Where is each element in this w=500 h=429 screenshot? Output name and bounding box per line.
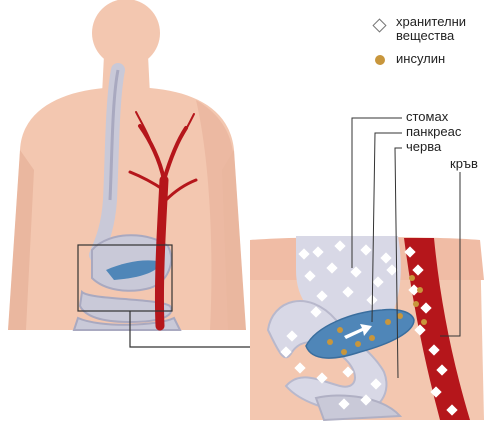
zoom-blood-vessel xyxy=(404,238,470,420)
nutrient-particle xyxy=(360,394,372,406)
blood-vessel xyxy=(128,111,198,331)
label-intestines: черва xyxy=(406,139,442,154)
insulin-particle xyxy=(341,349,347,355)
insulin-particle xyxy=(417,287,423,293)
insulin-particles xyxy=(327,275,427,355)
nutrient-particle xyxy=(312,246,324,258)
nutrient-particle xyxy=(294,362,306,374)
nutrient-particle xyxy=(350,266,362,278)
insulin-particle xyxy=(409,275,415,281)
insulin-particle xyxy=(413,301,419,307)
callout-lines xyxy=(351,117,461,379)
nutrient-particle xyxy=(286,330,298,342)
label-blood: кръв xyxy=(450,156,478,171)
nutrient-particle xyxy=(372,276,384,288)
nutrient-particle xyxy=(404,246,416,258)
nutrient-particle xyxy=(316,290,328,302)
blood-leader-line xyxy=(440,172,461,337)
zoom-panel xyxy=(250,236,484,422)
insulin-particle xyxy=(337,327,343,333)
secretion-arrow xyxy=(344,324,372,339)
insulin-legend-icon xyxy=(375,55,385,65)
nutrient-particle xyxy=(280,346,292,358)
zoom-connector-line xyxy=(129,311,252,348)
nutrient-particle xyxy=(342,366,354,378)
nutrient-particle xyxy=(436,364,448,376)
label-pancreas: панкреас xyxy=(406,124,462,139)
label-stomach: стомах xyxy=(406,109,449,124)
nutrient-particle xyxy=(338,398,350,410)
insulin-particle xyxy=(385,319,391,325)
digestive-tract xyxy=(72,63,182,331)
legend-nutrients-line1: хранителни xyxy=(396,14,467,29)
legend-nutrients-line2: вещества xyxy=(396,28,455,43)
insulin-particle xyxy=(421,319,427,325)
nutrient-particle xyxy=(428,344,440,356)
nutrient-particle xyxy=(360,244,372,256)
nutrient-particle xyxy=(420,302,432,314)
intestines-leader-line xyxy=(394,147,402,379)
nutrient-particle xyxy=(298,248,310,260)
nutrient-particle xyxy=(386,264,398,276)
nutrient-legend-icon xyxy=(372,18,387,33)
nutrient-particle xyxy=(414,324,426,336)
zoom-region-box xyxy=(77,244,173,312)
nutrient-particle xyxy=(316,372,328,384)
torso-figure xyxy=(8,0,246,330)
insulin-particle xyxy=(397,313,403,319)
nutrient-particles xyxy=(280,240,458,416)
legend-insulin: инсулин xyxy=(396,51,446,66)
zoom-stomach xyxy=(296,236,401,328)
stomach-leader-line xyxy=(351,117,402,268)
insulin-particle xyxy=(369,335,375,341)
insulin-particle xyxy=(327,339,333,345)
insulin-particle xyxy=(355,341,361,347)
nutrient-particle xyxy=(334,240,346,252)
nutrient-particle xyxy=(342,286,354,298)
nutrient-particle xyxy=(310,306,322,318)
nutrient-particle xyxy=(304,270,316,282)
nutrient-particle xyxy=(408,284,420,296)
nutrient-particle xyxy=(412,264,424,276)
nutrient-particle xyxy=(326,262,338,274)
nutrient-particle xyxy=(380,252,392,264)
pancreas-small xyxy=(106,260,162,280)
pancreas-leader-line xyxy=(371,132,402,323)
nutrient-particle xyxy=(430,386,442,398)
nutrient-particle xyxy=(370,378,382,390)
nutrient-particle xyxy=(446,404,458,416)
